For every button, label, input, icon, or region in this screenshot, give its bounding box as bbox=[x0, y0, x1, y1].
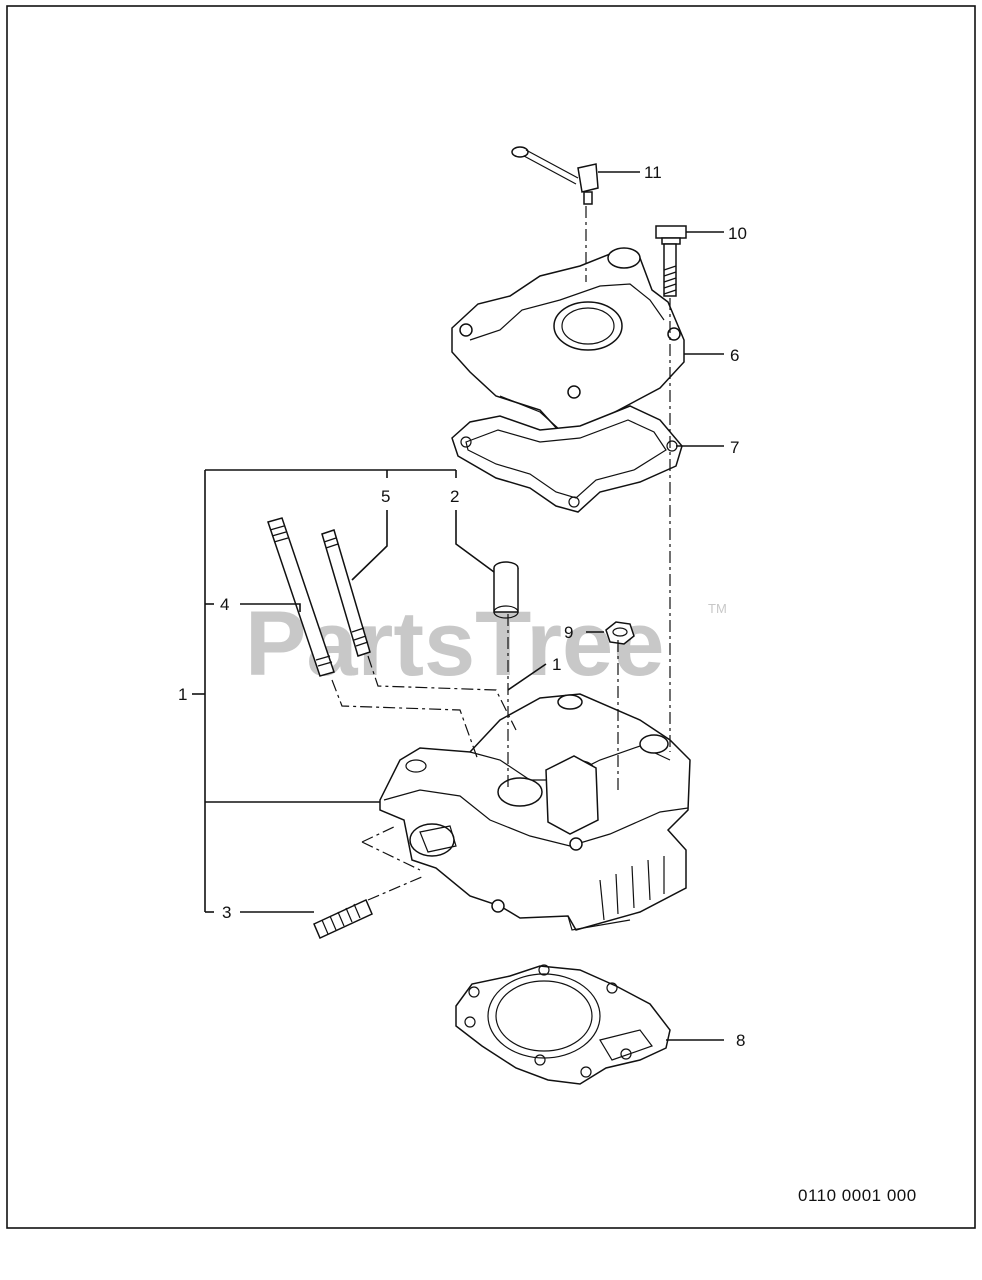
callout-11: 11 bbox=[644, 163, 662, 182]
part-9-nut bbox=[605, 621, 635, 645]
callout-8: 8 bbox=[736, 1031, 745, 1050]
callout-3: 3 bbox=[222, 903, 231, 922]
callout-4: 4 bbox=[220, 595, 229, 614]
part-7-cover-gasket bbox=[451, 405, 683, 513]
part-5-stud bbox=[321, 529, 371, 657]
part-2-dowel-sleeve bbox=[493, 561, 519, 619]
callout-10: 10 bbox=[728, 224, 747, 243]
part-11-sensor bbox=[511, 146, 599, 205]
callout-labels: 11 10 6 7 5 2 4 9 1 1 3 8 bbox=[178, 163, 747, 1050]
callout-5: 5 bbox=[381, 487, 390, 506]
callout-6: 6 bbox=[730, 346, 739, 365]
callout-2: 2 bbox=[450, 487, 459, 506]
callout-1-bracket: 1 bbox=[178, 685, 187, 704]
part-10-bolt bbox=[655, 225, 687, 297]
page-frame bbox=[6, 5, 976, 1229]
part-3-stud bbox=[313, 898, 373, 940]
watermark-tm: TM bbox=[708, 601, 727, 616]
callout-1-head: 1 bbox=[552, 655, 561, 674]
part-4-stud bbox=[267, 517, 335, 677]
callout-9: 9 bbox=[564, 623, 573, 642]
part-6-valve-cover bbox=[451, 247, 685, 441]
leader-lines bbox=[192, 171, 724, 1041]
part-8-head-gasket bbox=[455, 964, 671, 1085]
part-1-cylinder-head bbox=[379, 693, 691, 931]
alignment-lines bbox=[331, 206, 671, 901]
drawing-reference-code: 0110 0001 000 bbox=[798, 1186, 917, 1205]
callout-7: 7 bbox=[730, 438, 739, 457]
